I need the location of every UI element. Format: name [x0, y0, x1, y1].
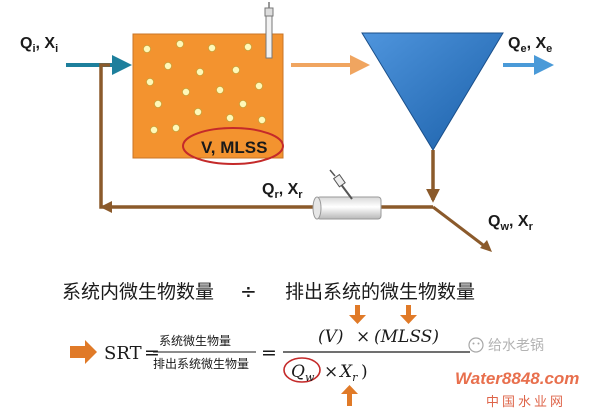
microbe-particle — [142, 45, 151, 54]
return-sep: , X — [279, 181, 299, 198]
ratio-denominator: 排出系统微生物量 — [153, 357, 249, 371]
return-q: Q — [262, 181, 274, 198]
down-arrow-mlss — [400, 305, 417, 324]
heading-operator: ÷ — [240, 279, 257, 303]
den-x: Xr — [338, 362, 358, 384]
microbe-particle — [175, 40, 184, 49]
den-q-sub: w — [305, 371, 315, 384]
waste-q-sub: w — [499, 221, 509, 233]
den-close: ) — [361, 362, 368, 382]
microbe-particle — [238, 100, 247, 109]
microbe-particle — [171, 124, 180, 133]
microbe-particle — [254, 82, 263, 91]
influent-sep: , X — [36, 35, 56, 52]
effluent-label: Qe, Xe — [508, 35, 552, 55]
wechat-text: 给水老锅 — [488, 338, 544, 354]
return-q-sub: r — [274, 189, 279, 201]
waste-q: Q — [488, 213, 500, 230]
effluent-q-sub: e — [520, 43, 526, 55]
wechat-watermark: 给水老锅 — [468, 337, 544, 354]
num-mlss: (MLSS) — [374, 327, 439, 347]
num-v: (V) — [318, 327, 344, 347]
microbe-particle — [193, 108, 202, 117]
microbe-particle — [257, 116, 266, 125]
microbe-particle — [163, 62, 172, 71]
return-label: Qr, Xr — [262, 181, 303, 201]
microbe-particle — [145, 78, 154, 87]
microbe-particles — [142, 40, 266, 135]
waste-sep: , X — [509, 213, 529, 230]
reactor-tank — [132, 33, 284, 159]
mlss-highlight-ellipse — [182, 127, 284, 165]
waste-x-sub: r — [529, 221, 534, 233]
site-watermark-cn: 中国水业网 — [486, 395, 566, 410]
microbe-particle — [153, 100, 162, 109]
srt-bullet-arrow — [70, 340, 97, 364]
sampling-probe-icon — [329, 169, 353, 200]
microbe-particle — [207, 44, 216, 53]
heading-right: 排出系统的微生物数量 — [285, 281, 475, 303]
influent-q-sub: i — [32, 43, 35, 55]
effluent-q: Q — [508, 35, 520, 52]
return-sludge-line — [99, 63, 433, 209]
ratio-numerator: 系统微生物量 — [159, 334, 231, 348]
heading-left: 系统内微生物数量 — [62, 281, 214, 303]
den-x-letter: X — [338, 362, 353, 382]
microbe-particle — [195, 68, 204, 77]
microbe-particle — [243, 43, 252, 52]
microbe-particle — [215, 86, 224, 95]
microbe-particle — [149, 126, 158, 135]
return-x-sub: r — [298, 189, 303, 201]
reactor-label: V, MLSS — [201, 138, 267, 157]
den-q: Qw — [291, 362, 315, 384]
microbe-particle — [181, 88, 190, 97]
waste-arrowhead — [480, 240, 492, 252]
reactor-probe — [264, 2, 274, 59]
den-q-letter: Q — [291, 362, 305, 382]
srt-equals: = — [144, 342, 160, 364]
site-watermark: Water8848.com — [455, 369, 579, 388]
microbe-particle — [231, 66, 240, 75]
srt-label: SRT — [104, 343, 142, 364]
waste-label: Qw, Xr — [488, 213, 534, 233]
den-times: × — [324, 362, 338, 382]
wechat-icon — [468, 337, 484, 353]
qw-highlight-ellipse — [283, 357, 321, 383]
sampling-pipe — [312, 196, 382, 220]
influent-x-sub: i — [55, 43, 58, 55]
effluent-sep: , X — [527, 35, 547, 52]
effluent-x-sub: e — [546, 43, 552, 55]
return-arrowhead — [100, 201, 112, 213]
clarifier-cone — [361, 32, 504, 151]
den-x-sub: r — [352, 371, 358, 384]
influent-q: Q — [20, 35, 32, 52]
microbe-particle — [225, 114, 234, 123]
ratio-equals: = — [261, 342, 277, 364]
up-arrow-xr — [341, 385, 358, 406]
influent-label: Qi, Xi — [20, 35, 58, 55]
waste-sludge-line — [432, 205, 488, 250]
num-times: × — [356, 327, 370, 347]
down-arrow-v — [349, 305, 366, 324]
